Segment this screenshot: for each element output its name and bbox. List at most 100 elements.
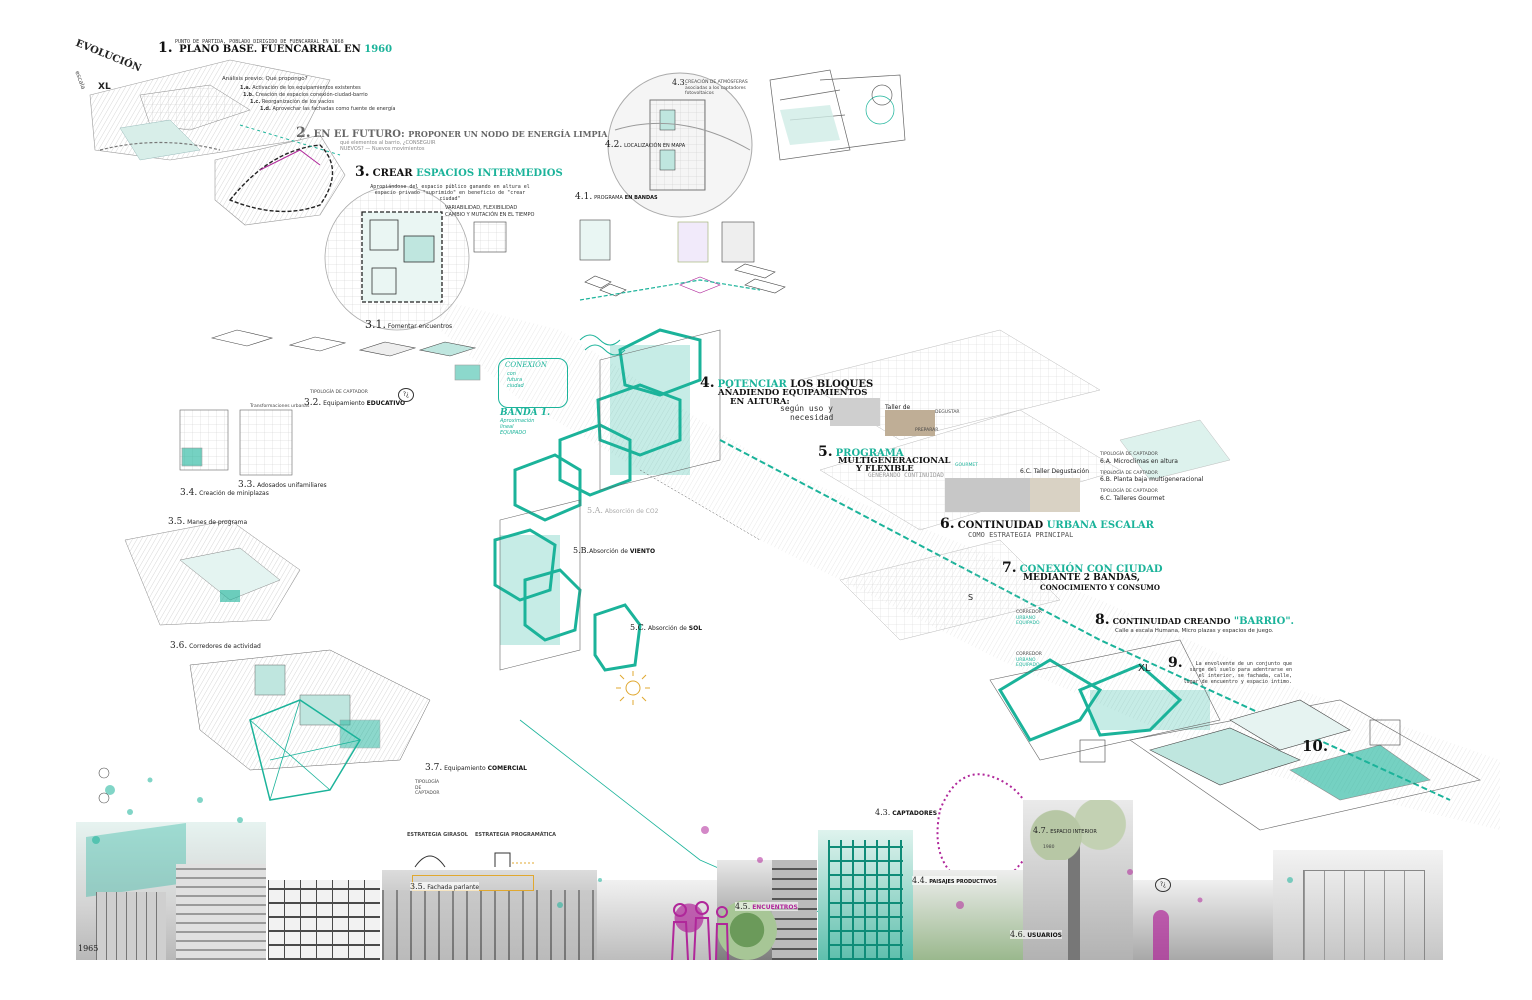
intermediate-space-circle <box>324 185 470 331</box>
degustar-label: DEGUSTAR <box>935 410 960 415</box>
variability-line1: VARIABILIDAD, FLEXIBILIDAD <box>445 205 518 211</box>
connection-note-line1: con <box>507 371 516 377</box>
taller-label: Taller de <box>885 404 911 411</box>
s1-year: 1960 <box>364 44 393 55</box>
s7-heading: 7.CONEXIÓN CON CIUDAD <box>1002 560 1163 576</box>
s5b-label: 5.B.Absorción de VIENTO <box>573 546 656 555</box>
encuentros-label: 4.5. ENCUENTROS <box>735 902 798 911</box>
s1-number: 1. <box>158 40 173 56</box>
s4-sub2: necesidad <box>790 413 834 422</box>
s6b-pre: TIPOLOGÍA DE CAPTADOR <box>1100 470 1158 476</box>
s4-heading: 4.POTENCIAR LOS BLOQUES <box>700 375 874 391</box>
s6-typology-list: TIPOLOGÍA DE CAPTADOR 6.A. Microclimas e… <box>1100 452 1203 502</box>
year-1980-label: 1980 <box>1043 845 1055 850</box>
encounter-axons <box>210 329 481 381</box>
s2-heading: 2.EN EL FUTURO: PROPONER UN NODO DE ENER… <box>296 125 608 141</box>
s10-number: 10. <box>1302 737 1329 755</box>
analysis-item-d: 1.d. Aprovechar las fachadas como fuente… <box>260 106 396 112</box>
program-bands-diagram <box>473 219 786 297</box>
connection-note-line2: futura <box>507 377 523 383</box>
s7-line2: MEDIANTE 2 BANDAS, <box>1023 573 1141 583</box>
s6-heading: 6.CONTINUIDAD URBANA ESCALAR <box>940 516 1154 532</box>
energy-node-map <box>214 124 346 226</box>
s4-sub1: según uso y <box>780 404 833 413</box>
s6-sub: COMO ESTRATEGIA PRINCIPAL <box>968 531 1074 539</box>
s31-label: 3.1. Fomentar encuentros <box>365 318 453 331</box>
s1-heading: 1. PLANO BASE. FUENCARRAL EN 1960 <box>158 40 392 56</box>
s5c-label: 5.C. Absorción de SOL <box>630 623 703 632</box>
s43-label: 4.3. <box>672 78 688 87</box>
s5a-label: 5.A. Absorción de CO2 <box>587 506 659 515</box>
analysis-item-b: 1.b. Creación de espacios conexión-ciuda… <box>243 92 368 98</box>
s1-note: PUNTO DE PARTIDA, POBLADO DIRIGIDO DE FU… <box>175 39 344 45</box>
atmosphere-sketches <box>769 69 906 161</box>
s6c-pre: TIPOLOGÍA DE CAPTADOR <box>1100 489 1158 494</box>
wind-swirl <box>579 334 626 356</box>
photo-facade-grid <box>268 880 380 960</box>
s32-label: 3.2. Equipamiento EDUCATIVO <box>304 398 406 408</box>
fachada-parlante-label: 3.5. Fachada parlante <box>410 882 480 891</box>
espacio-interior-label: 4.7. ESPACIO INTERIOR <box>1033 826 1097 835</box>
base-map-1960 <box>89 59 331 161</box>
s4-line2: AÑADIENDO EQUIPAMIENTOS <box>718 388 868 398</box>
s3-heading: 3.CREAR ESPACIOS INTERMEDIOS <box>355 164 563 180</box>
s9-number: 9. <box>1168 655 1183 671</box>
s4-line3: EN ALTURA: <box>730 397 790 407</box>
s9-text: La envolvente de un conjunto que surge d… <box>1183 661 1292 685</box>
analysis-question: Análisis previo: Qué propongo? <box>222 76 308 82</box>
photo-captador-tower <box>818 830 913 960</box>
s37-sub: TIPOLOGÍA DE CAPTADOR <box>415 780 440 796</box>
s1-subtitle: FUENCARRAL EN <box>260 44 361 55</box>
s42-label: 4.2. LOCALIZACIÓN EN MAPA <box>605 140 686 150</box>
magenta-loop <box>936 773 1033 887</box>
s5-sub: GENERANDO CONTINUIDAD <box>868 472 944 479</box>
s5-heading: 5.PROGRAMA <box>818 444 904 460</box>
strategy-sunflower: ESTRATEGIA GIRASOL <box>407 832 468 838</box>
s6c-tasting-label: 6.C. Taller Degustación <box>1020 468 1090 475</box>
s6a-pre: TIPOLOGÍA DE CAPTADOR <box>1100 452 1158 457</box>
banda-line1: Aproximación <box>500 418 535 424</box>
connection-note-title: CONEXIÓN <box>505 361 547 369</box>
s7-line3: CONOCIMIENTO Y CONSUMO <box>1040 583 1161 592</box>
paisajes-label: 4.4. PAISAJES PRODUCTIVOS <box>912 876 997 885</box>
s34-label: 3.4. Creación de miniplazas <box>180 488 269 498</box>
strategy-programmatic: ESTRATEGIA PROGRAMÁTICA <box>475 832 557 838</box>
s36-label: 3.6. Corredores de actividad <box>170 641 261 651</box>
s8-heading: 8.CONTINUIDAD CREANDO "BARRIO". <box>1095 612 1295 628</box>
activity-corridor-axon <box>189 649 431 801</box>
usuarios-label: 4.6. USUARIOS <box>1010 930 1062 939</box>
s5-line3: Y FLEXIBLE <box>856 464 914 474</box>
s6a-item: 6.A. Microclimas en altura <box>1100 457 1178 465</box>
s41-label: 4.1. PROGRAMA EN BANDAS <box>575 192 658 202</box>
connection-note: CONEXIÓN con futura ciudad <box>498 358 568 408</box>
analysis-item-a: 1.a. Activación de los equipamientos exi… <box>240 85 361 91</box>
s8-sub: Calle a escala Humana, Micro plazas y es… <box>1115 628 1274 634</box>
connection-note-line3: ciudad <box>507 383 524 389</box>
workshop-collage <box>830 398 1080 512</box>
photo-1965-block: 1965 <box>76 822 266 960</box>
captadores-label: 4.3. CAPTADORES <box>875 808 938 817</box>
program-spots-axon <box>124 519 301 626</box>
preparar-label: PREPARAR <box>915 428 939 433</box>
transformations-label: Transformaciones urbanas <box>250 404 310 409</box>
banda-title: BANDA 1. <box>500 408 551 418</box>
year-1965-label: 1965 <box>78 944 99 953</box>
block-cluster-9-10 <box>1079 699 1431 801</box>
banda-line3: EQUIPADO <box>500 430 527 436</box>
gourmet-label: GOURMET <box>955 463 978 468</box>
variability-line2: CAMBIO Y MUTACIÓN EN EL TIEMPO <box>445 212 535 218</box>
s6b-item: 6.B. Planta baja multigeneracional <box>1100 476 1204 483</box>
row-house-diagram <box>179 409 293 476</box>
s5-line2: MULTIGENERACIONAL <box>838 456 951 466</box>
photo-productive-landscape <box>913 870 1023 960</box>
sun-symbol <box>616 671 650 705</box>
banda-note: BANDA 1. Aproximación lineal EQUIPADO <box>500 408 550 436</box>
banda-line2: lineal <box>500 424 514 430</box>
photo-interior-courtyard <box>1273 850 1443 960</box>
s33-label: 3.3. Adosados unifamiliares <box>238 480 327 490</box>
s37-label: 3.7. Equipamiento COMERCIAL <box>425 763 527 773</box>
s2-note: qué elementos al barrio, ¿CONSEGUIR NUEV… <box>340 140 436 152</box>
s3-description: Apropiándose del espacio público ganando… <box>370 184 530 202</box>
